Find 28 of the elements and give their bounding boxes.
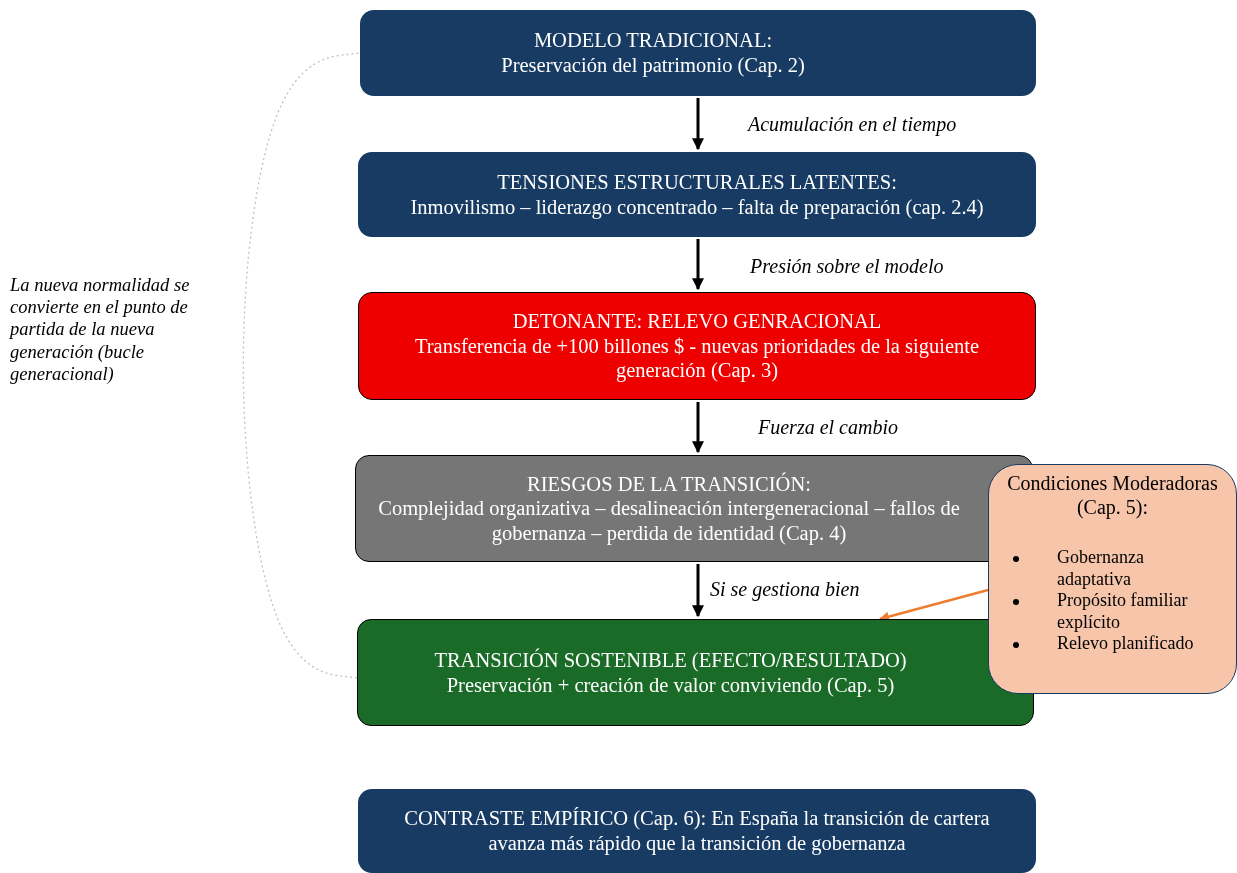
box-heading: TENSIONES ESTRUCTURALES LATENTES: <box>497 169 897 195</box>
loop-connector <box>242 52 361 679</box>
box-text: Complejidad organizativa – desalineación intergeneracional – fallos de gobernanza – perdida de identidad (Cap. 4) <box>377 496 961 546</box>
box-heading: MODELO TRADICIONAL: <box>533 28 773 53</box>
box-text: Preservación del patrimonio (Cap. 2) <box>501 53 805 78</box>
arrow <box>879 588 989 622</box>
process-box <box>358 789 1036 873</box>
box-text: Inmovilismo – liderazgo concentrado – falta de preparación (cap. 2.4) <box>410 194 984 220</box>
edge-label: La nueva normalidad se convierte en el punto de partida de la nueva generación (bucle generacional) <box>8 274 191 385</box>
box-text: CONTRASTE EMPÍRICO (Cap. 6): En España la transición de cartera avanza más rápido que la transición de gobernanza <box>403 806 991 856</box>
box-heading: Condiciones Moderadoras (Cap. 5): <box>1006 471 1219 519</box>
process-box <box>360 10 1036 96</box>
arrow <box>692 402 704 454</box>
outcome-box <box>357 619 1034 726</box>
box-heading: TRANSICIÓN SOSTENIBLE (EFECTO/RESULTADO) <box>434 647 907 673</box>
conditions-box <box>988 464 1237 694</box>
box-text: Preservación + creación de valor conviviendo (Cap. 5) <box>446 672 895 698</box>
list-item: Gobernanza adaptativa <box>1057 547 1145 591</box>
arrow <box>692 239 704 291</box>
arrow <box>692 98 704 151</box>
arrow <box>692 564 704 618</box>
list-item: Relevo planificado <box>1057 633 1194 655</box>
box-heading: DETONANTE: RELEVO GENRACIONAL <box>512 309 882 334</box>
box-heading: RIESGOS DE LA TRANSICIÓN: <box>527 471 811 497</box>
list-item: Propósito familiar explícito <box>1057 590 1189 634</box>
process-box <box>358 152 1036 237</box>
box-text: Transferencia de +100 billones $ - nuevas prioridades de la siguiente generación (Cap. 3) <box>413 333 981 383</box>
trigger-box <box>358 292 1036 400</box>
